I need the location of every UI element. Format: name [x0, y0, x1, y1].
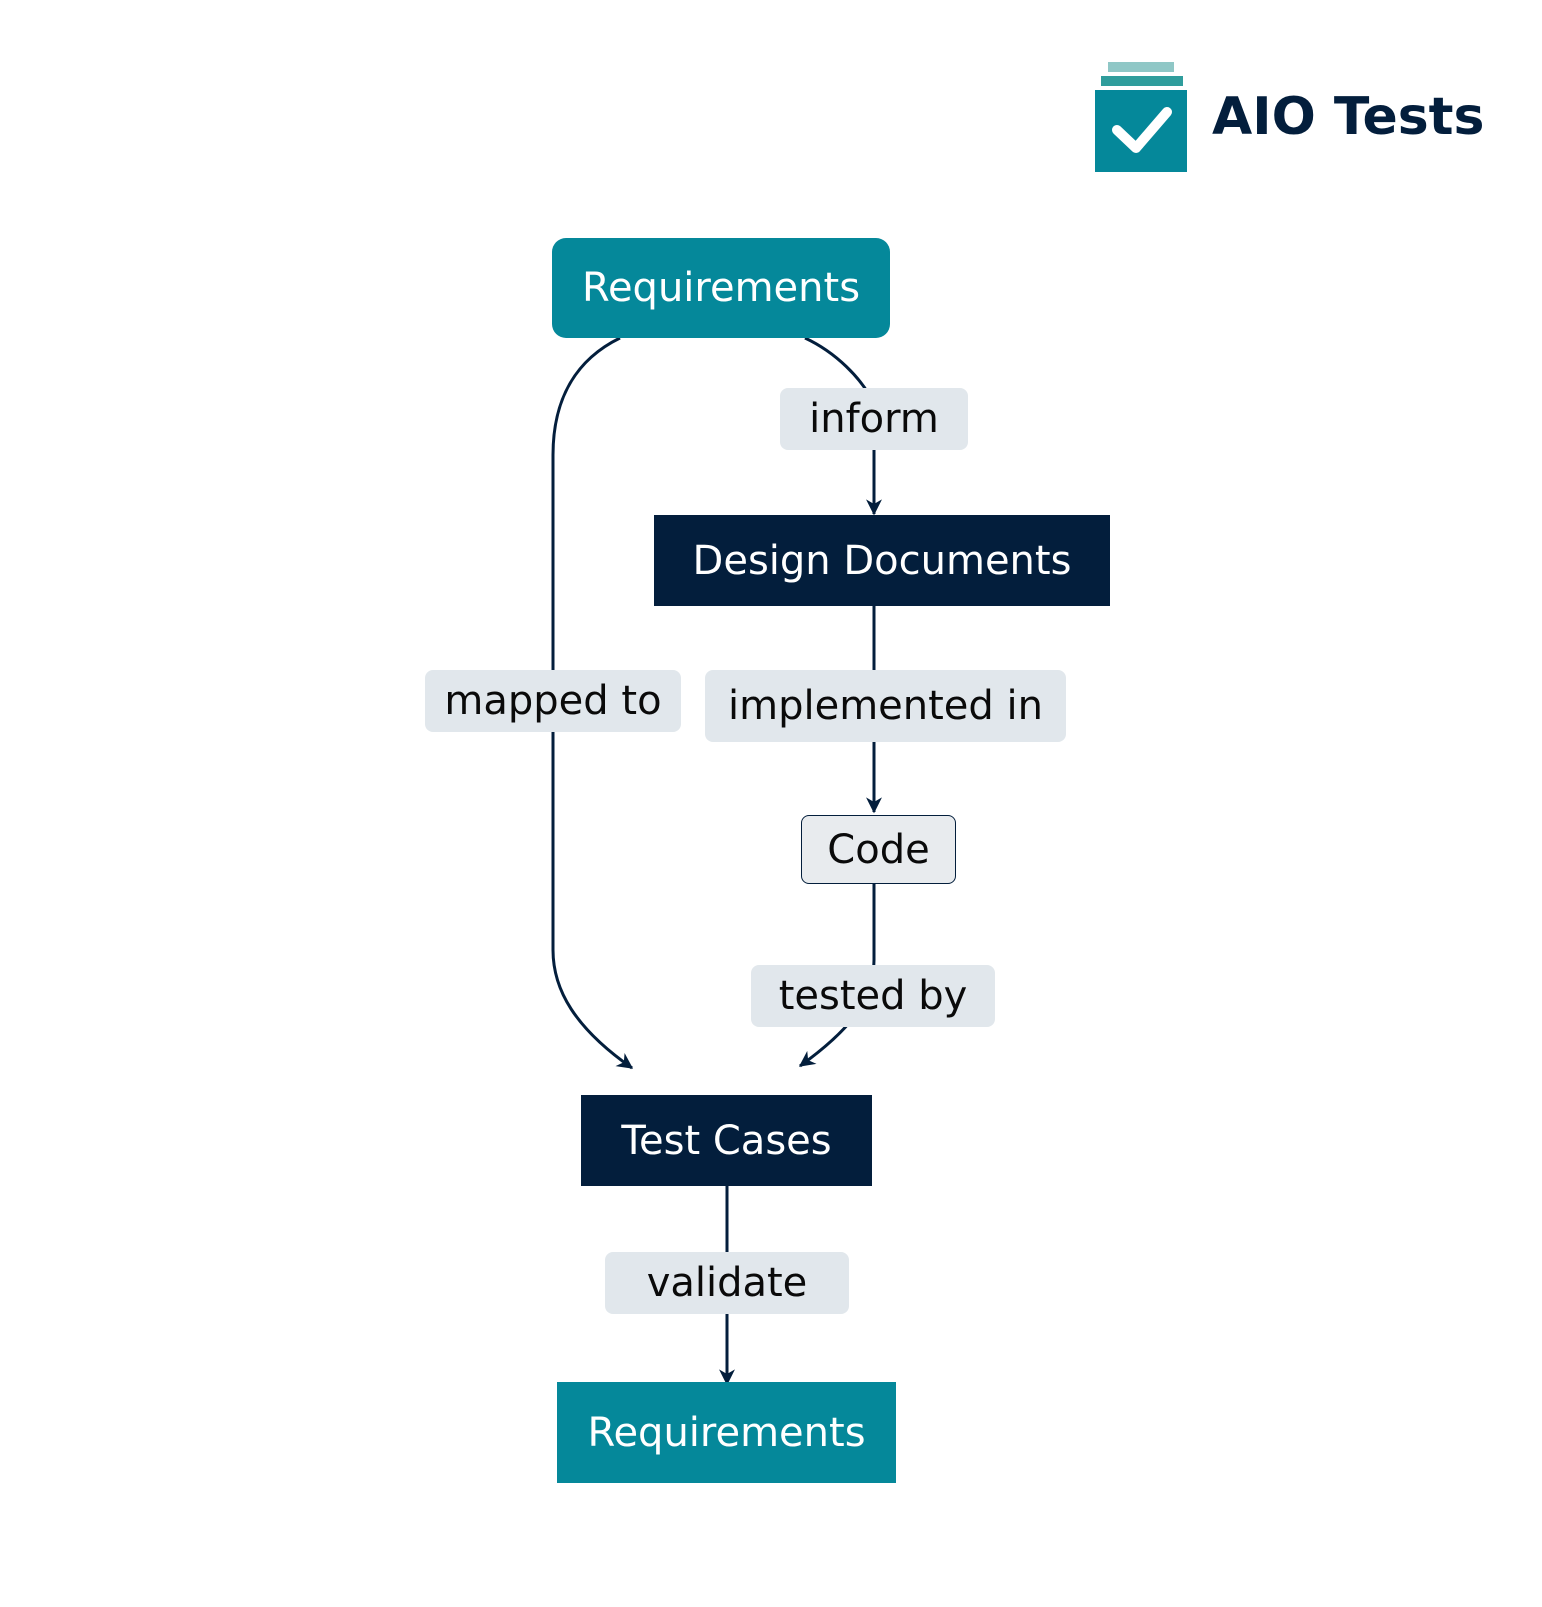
node-design-documents: Design Documents [654, 515, 1110, 606]
checklist-icon [1095, 62, 1187, 172]
edge-label-inform: inform [780, 388, 968, 450]
edge-label-implemented-in: implemented in [705, 670, 1066, 742]
brand-name: AIO Tests [1212, 87, 1485, 147]
node-code: Code [801, 815, 956, 884]
edge-label-validate: validate [605, 1252, 849, 1314]
edge-label-tested-by: tested by [751, 965, 995, 1027]
node-test-cases: Test Cases [581, 1095, 872, 1186]
node-requirements-bottom: Requirements [557, 1382, 896, 1483]
node-requirements-top: Requirements [552, 238, 890, 338]
edge-label-mapped-to: mapped to [425, 670, 681, 732]
